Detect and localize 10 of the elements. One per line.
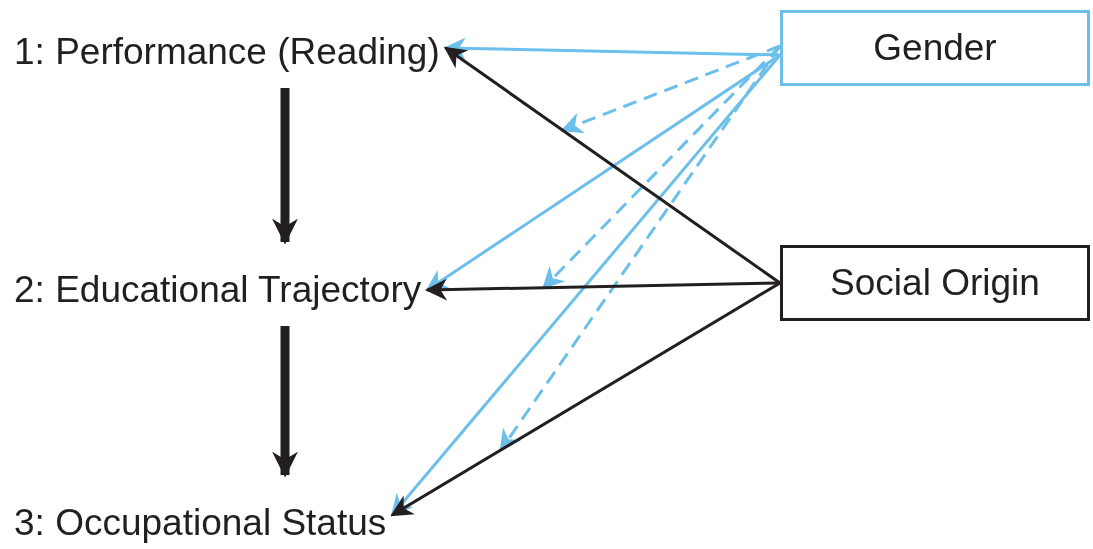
arrow <box>560 44 781 134</box>
variable-label: 1: Performance (Reading) <box>14 26 440 78</box>
variable-label: 2: Educational Trajectory <box>14 264 422 316</box>
arrow <box>272 88 298 245</box>
variable-label: 3: Occupational Status <box>14 497 387 549</box>
variable-box: Social Origin <box>780 245 1090 321</box>
arrow <box>425 278 781 301</box>
variable-box: Gender <box>780 10 1090 86</box>
arrow <box>390 281 781 517</box>
arrow <box>272 326 298 478</box>
